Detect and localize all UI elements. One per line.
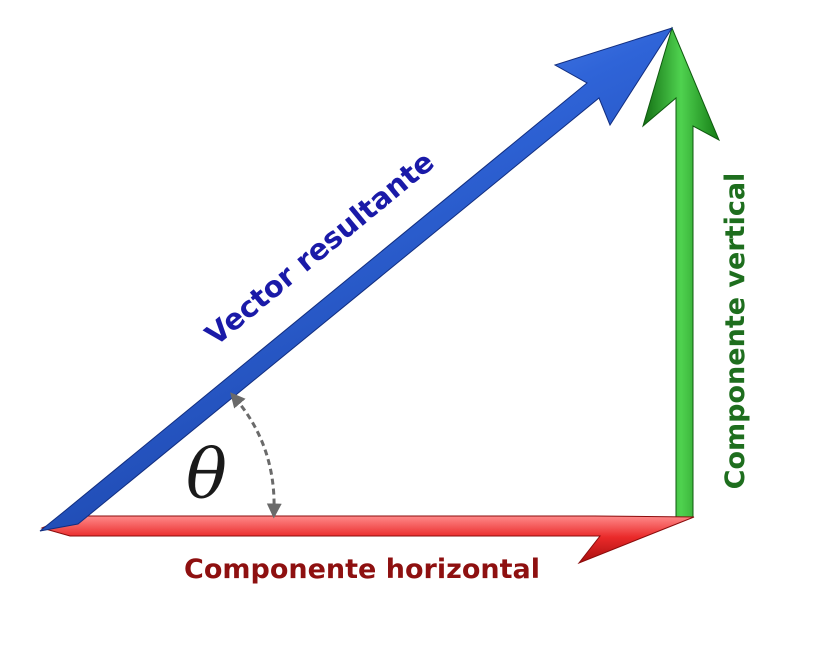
vertical-component-label: Componente vertical bbox=[720, 173, 751, 490]
horizontal-component-label: Componente horizontal bbox=[184, 554, 540, 585]
angle-arc bbox=[230, 392, 282, 519]
horizontal-component-arrow bbox=[40, 515, 695, 565]
angle-theta-symbol: θ bbox=[186, 436, 227, 515]
vertical-component-arrow bbox=[642, 26, 721, 518]
resultant-vector-arrow bbox=[39, 27, 674, 532]
